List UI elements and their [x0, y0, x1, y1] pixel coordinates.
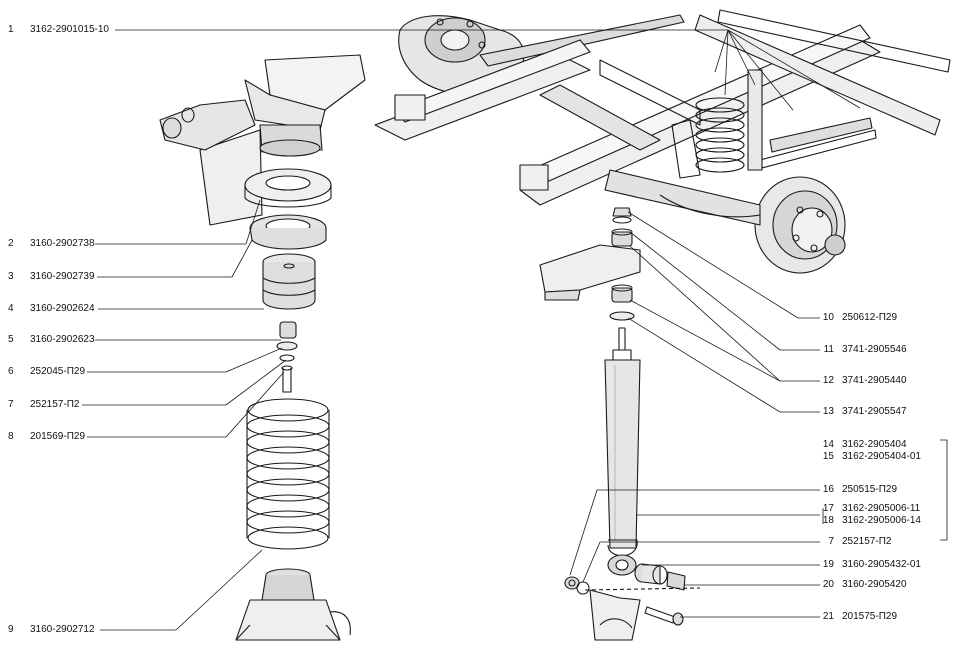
part-code: 252045-П29: [30, 366, 86, 377]
part-code: 252157-П2: [842, 536, 892, 547]
part-code: 3160-2902739: [30, 271, 95, 282]
leader-lines: [82, 29, 948, 631]
part-code: 3160-2902623: [30, 334, 95, 345]
callout-16: 16 250515-П29: [820, 484, 897, 496]
callout-7-right: 7 252157-П2: [820, 536, 891, 548]
callout-18: 18 3162-2905006-14: [820, 515, 921, 527]
callout-21: 21 201575-П29: [820, 611, 897, 623]
callout-number: 20: [822, 579, 834, 590]
part-code: 252157-П2: [30, 399, 80, 410]
callout-4: 4 3160-2902624: [8, 303, 95, 315]
axle-frame-assembly: [374, 9, 951, 274]
callout-number: 1: [8, 24, 14, 35]
callout-13: 13 3741-2905547: [820, 406, 907, 418]
callout-14: 14 3162-2905404: [820, 439, 907, 451]
part-code: 3741-2905546: [842, 344, 907, 355]
callout-number: 3: [8, 271, 14, 282]
shock-upper-bracket: [539, 244, 641, 301]
part-2-seat: [244, 168, 332, 208]
part-code: 3741-2905440: [842, 375, 907, 386]
part-code: 3162-2905404: [842, 439, 907, 450]
part-9-lower-seat: [235, 568, 351, 641]
callout-number: 19: [822, 559, 834, 570]
part-19-bushing: [634, 563, 668, 585]
part-8-coil-spring: [246, 398, 330, 550]
callout-number: 15: [822, 451, 834, 462]
callout-number: 17: [822, 503, 834, 514]
part-3-insulator: [249, 214, 327, 250]
callout-1: 1 3162-2901015-10: [8, 24, 109, 36]
part-12-bushing: [611, 284, 633, 303]
callout-12: 12 3741-2905440: [820, 375, 907, 387]
part-code: 3162-2905404-01: [842, 451, 921, 462]
part-5-bushing: [279, 321, 297, 339]
callout-15: 15 3162-2905404-01: [820, 451, 921, 463]
callout-number: 18: [822, 515, 834, 526]
callout-number: 5: [8, 334, 14, 345]
callout-number: 11: [823, 344, 834, 355]
callout-5: 5 3160-2902623: [8, 334, 95, 346]
callout-number: 12: [822, 375, 834, 386]
part-20-sleeve: [666, 571, 686, 591]
callout-10: 10 250612-П29: [820, 312, 897, 324]
part-code: 3160-2902712: [30, 624, 95, 635]
part-14-shock-absorber: [604, 327, 641, 576]
callout-6: 6 252045-П29: [8, 366, 85, 378]
spring-seat-bracket: [159, 54, 366, 226]
callout-number: 10: [822, 312, 834, 323]
part-code: 201575-П29: [842, 611, 898, 622]
callout-number: 7: [8, 399, 14, 410]
part-6-washer: [276, 341, 298, 362]
callout-7: 7 252157-П2: [8, 399, 79, 411]
callout-number: 7: [828, 536, 834, 547]
part-13-washer: [609, 311, 635, 321]
part-7-bolt: [281, 365, 293, 393]
part-code: 3162-2905006-14: [842, 515, 921, 526]
callout-number: 14: [822, 439, 834, 450]
callout-number: 2: [8, 238, 14, 249]
part-21-bolt: [644, 606, 684, 626]
part-code: 201569-П29: [30, 431, 86, 442]
part-code: 3741-2905547: [842, 406, 907, 417]
part-code: 3162-2905006-11: [842, 503, 921, 514]
lower-mount-bracket: [589, 589, 641, 641]
part-7-washer-right: [576, 581, 590, 595]
callout-number: 16: [822, 484, 834, 495]
callout-number: 21: [822, 611, 834, 622]
part-code: 3162-2901015-10: [30, 24, 109, 35]
callout-3: 3 3160-2902739: [8, 271, 95, 283]
callout-number: 13: [822, 406, 834, 417]
callout-19: 19 3160-2905432-01: [820, 559, 921, 571]
callout-11: 11 3741-2905546: [820, 344, 907, 356]
callout-20: 20 3160-2905420: [820, 579, 907, 591]
part-10-nut: [612, 207, 632, 224]
part-code: 3160-2905420: [842, 579, 907, 590]
callout-number: 9: [8, 624, 14, 635]
callout-number: 4: [8, 303, 14, 314]
part-code: 250612-П29: [842, 312, 898, 323]
callout-17: 17 3162-2905006-11: [820, 503, 920, 515]
callout-number: 8: [8, 431, 14, 442]
part-code: 3160-2902738: [30, 238, 95, 249]
part-11-bushing: [611, 228, 633, 247]
callout-2: 2 3160-2902738: [8, 238, 95, 250]
part-4-bumpstop: [262, 253, 316, 310]
part-code: 3160-2905432-01: [842, 559, 921, 570]
part-code: 3160-2902624: [30, 303, 95, 314]
callout-number: 6: [8, 366, 14, 377]
callout-9: 9 3160-2902712: [8, 624, 95, 636]
part-code: 250515-П29: [842, 484, 898, 495]
callout-8: 8 201569-П29: [8, 431, 85, 443]
